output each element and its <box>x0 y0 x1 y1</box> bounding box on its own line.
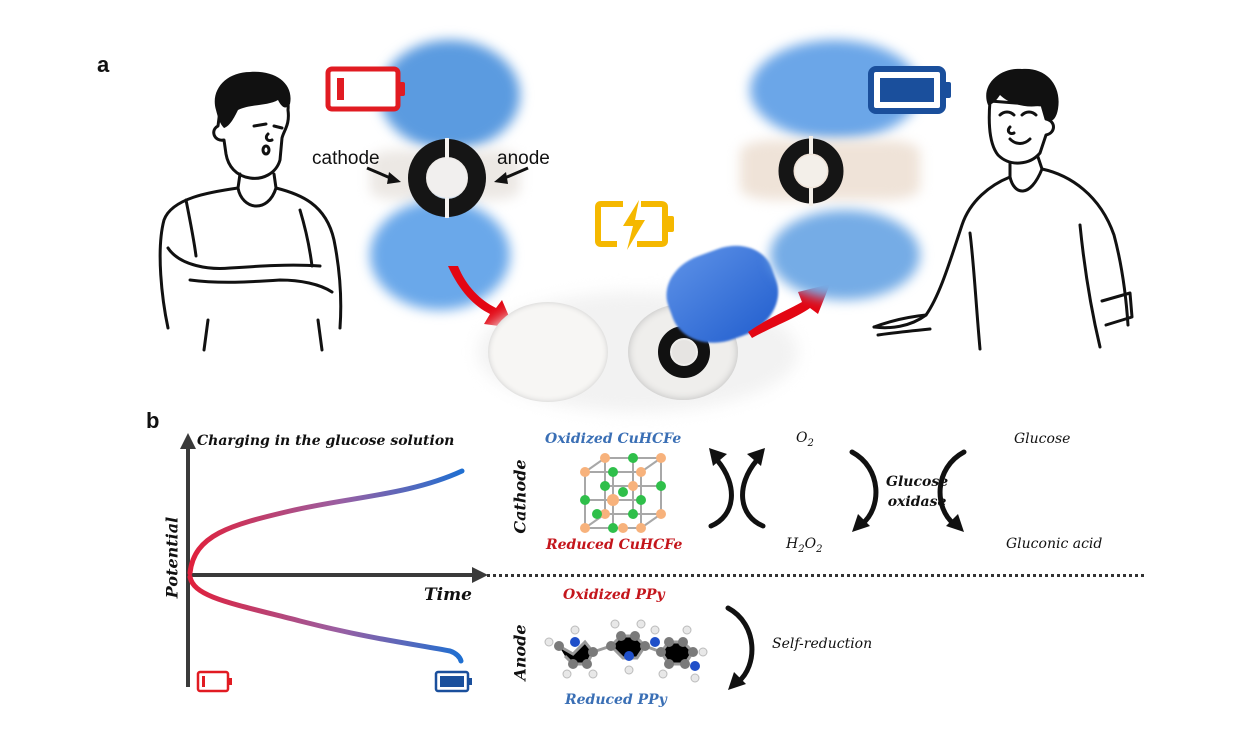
cathode-anode-divider <box>487 574 1144 577</box>
self-reduction-label: Self-reduction <box>772 636 873 652</box>
battery-low-icon <box>325 66 405 112</box>
plot-battery-low-icon <box>196 670 232 693</box>
happy-person-illustration <box>872 68 1134 351</box>
cathode-pointer-arrow-icon <box>366 166 401 184</box>
plot-title: Charging in the glucose solution <box>197 433 455 449</box>
redox-exchange-arrows-icon <box>708 448 766 529</box>
device-photo-left <box>370 40 520 310</box>
insert-arrow-icon <box>448 266 514 328</box>
anode-label: anode <box>497 148 550 169</box>
unhappy-person-illustration <box>158 71 343 352</box>
y-axis-arrow-icon <box>180 433 196 449</box>
oxidized-ppy-label: Oxidized PPy <box>563 587 665 603</box>
cathode-potential-curve <box>187 468 465 576</box>
o2-label: O2 <box>796 430 814 449</box>
o2-reduction-arrow-icon <box>849 449 879 532</box>
panel-b-label: b <box>146 408 160 433</box>
plot-xlabel: Time <box>424 585 472 605</box>
oxidized-cuhcfe-label: Oxidized CuHCFe <box>545 431 682 447</box>
plot-ylabel: Potential <box>162 516 182 599</box>
cathode-label: cathode <box>312 148 380 169</box>
anode-side-label: Anode <box>510 624 530 681</box>
glucose-label: Glucose <box>1014 431 1071 447</box>
reduced-cuhcfe-label: Reduced CuHCFe <box>546 537 683 553</box>
ring-device-right <box>778 136 844 206</box>
gluconic-acid-label: Gluconic acid <box>1006 536 1103 552</box>
cathode-side-label: Cathode <box>510 459 530 534</box>
remove-arrow-icon <box>748 284 830 338</box>
self-reduction-arrow-icon <box>725 605 755 690</box>
cuhcfe-crystal-lattice <box>580 453 666 533</box>
glucose-oxidase-label: Glucose oxidase <box>886 474 949 510</box>
battery-full-icon <box>868 66 951 114</box>
x-axis-arrow-icon <box>472 567 488 583</box>
potential-time-plot <box>180 433 488 687</box>
ring-device-left <box>408 138 486 218</box>
battery-charging-icon <box>595 200 674 250</box>
anode-potential-curve <box>187 574 464 664</box>
h2o2-label: H2O2 <box>786 536 823 555</box>
plot-battery-full-icon <box>434 670 472 693</box>
polypyrrole-molecule <box>544 619 708 683</box>
glucose-oxidation-arrow-icon <box>937 449 967 532</box>
anode-pointer-arrow-icon <box>494 166 529 184</box>
reduced-ppy-label: Reduced PPy <box>565 692 667 708</box>
panel-a-label: a <box>97 52 110 77</box>
